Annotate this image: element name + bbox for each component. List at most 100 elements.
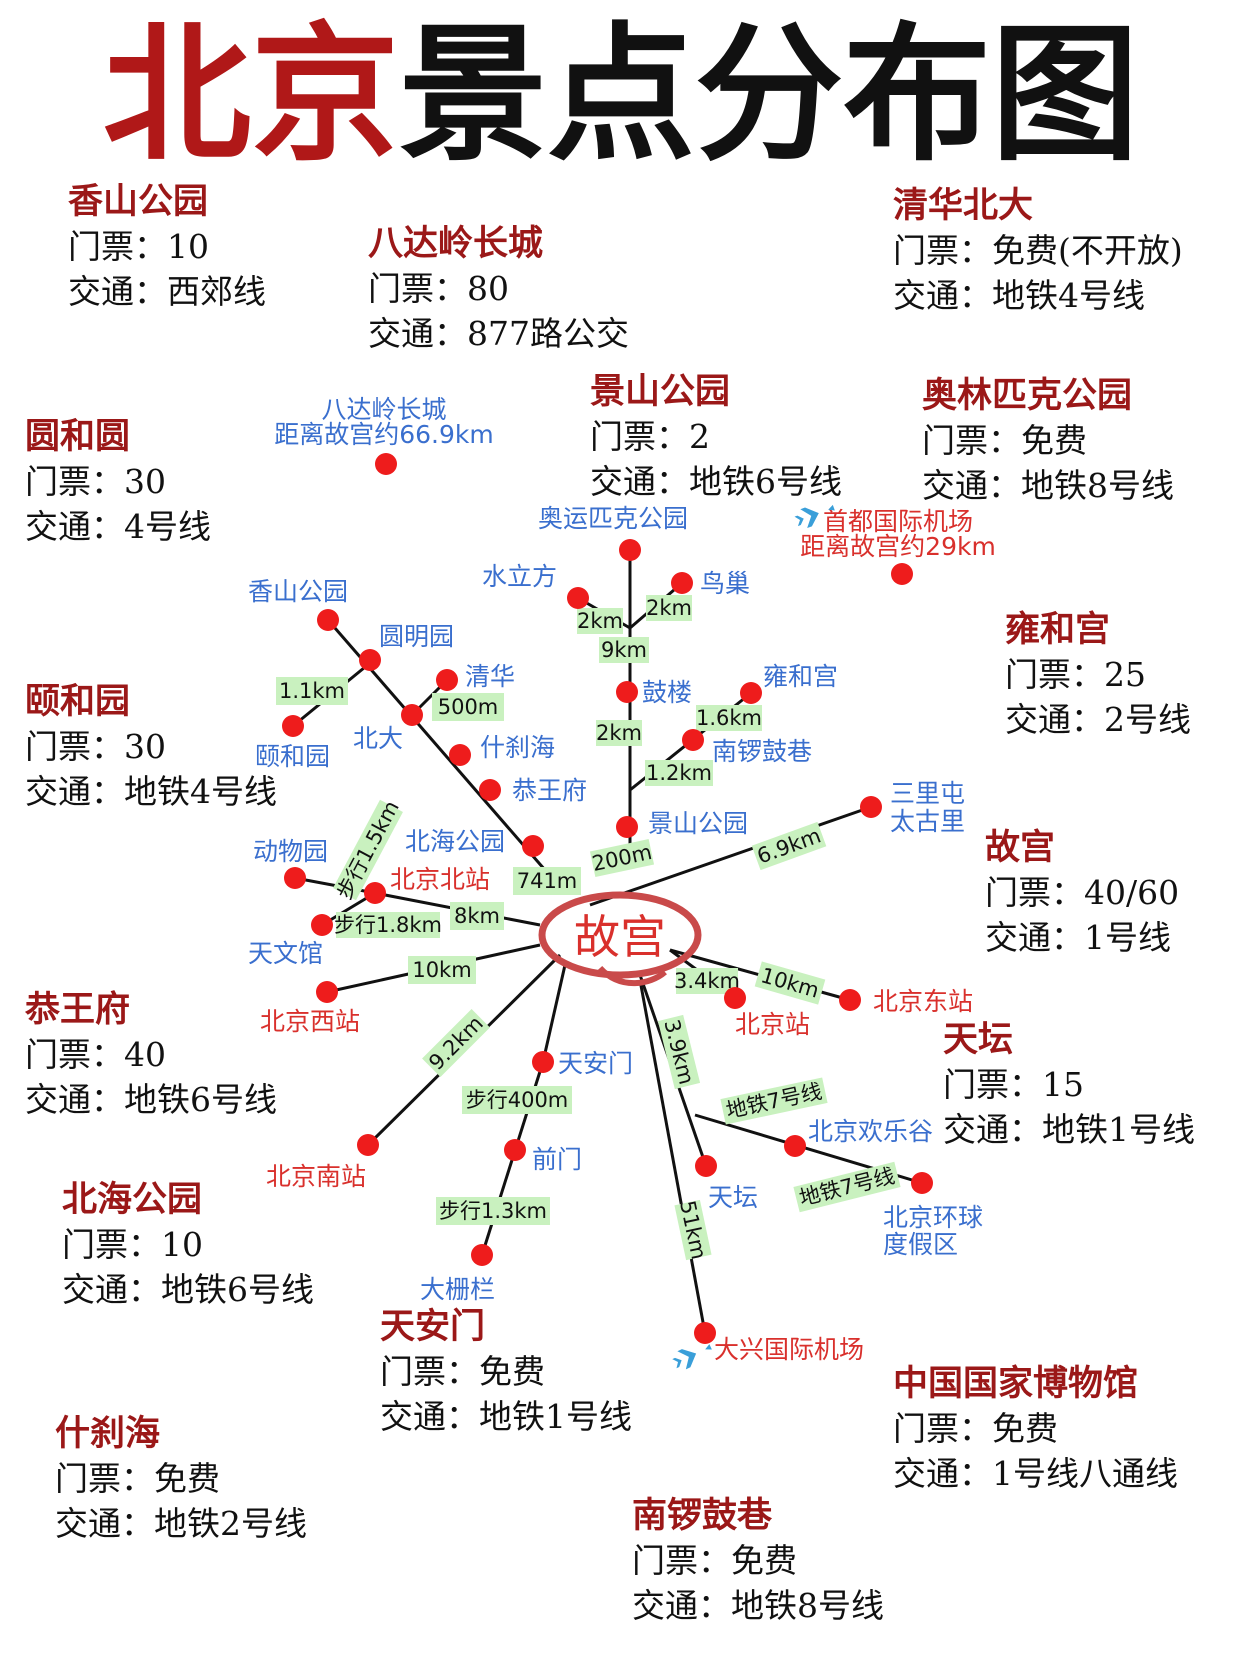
node-universal [911,1172,933,1194]
label-taikoo-li: 太古里 [890,807,965,836]
label-shichahai: 什刹海 [480,733,555,762]
distance-label: 1.2km [645,760,713,786]
svg-text:步行400m: 步行400m [466,1088,569,1112]
label-capital-airport-distance: 距离故宫约29km [800,532,996,561]
distance-label: 9km [599,637,649,663]
svg-text:500m: 500m [438,695,499,719]
card-nanluoguxiang: 南锣鼓巷 门票：免费 交通：地铁8号线 [632,1495,884,1625]
label-beijing-station: 北京站 [735,1010,810,1039]
title-attractions-map: 景点分布图 [399,9,1139,181]
card-xiangshan: 香山公园 门票：10 交通：西郊线 [68,181,266,311]
label-capital-airport: 首都国际机场 [823,507,973,536]
card-prince-gong: 恭王府 门票：40 交通：地铁6号线 [25,989,277,1119]
card-national-museum: 中国国家博物馆 门票：免费 交通：1号线八通线 [893,1363,1178,1493]
card-jingshan: 景山公园 门票：2 交通：地铁6号线 [590,371,842,501]
card-badaling: 八达岭长城 门票：80 交通：877路公交 [368,223,629,353]
distance-label: 3.9km [657,1014,701,1090]
label-beijing-west: 北京西站 [260,1007,360,1036]
node-happy-valley [784,1135,806,1157]
node-xiangshan [317,609,339,631]
label-badaling-title: 八达岭长城 [321,395,446,424]
distance-label: 步行400m [462,1086,572,1114]
node-birds-nest [671,572,693,594]
label-happy-valley: 北京欢乐谷 [808,1117,933,1146]
label-summer-palace: 颐和园 [255,742,330,771]
label-yuanmingyuan: 圆明园 [379,622,454,651]
node-nanluoguxiang [682,729,704,751]
svg-text:步行1.8km: 步行1.8km [334,913,442,937]
label-planetarium: 天文馆 [248,939,323,968]
node-tiananmen [532,1051,554,1073]
node-jingshan [616,816,638,838]
label-drum-tower: 鼓楼 [642,678,692,707]
distance-label: 500m [432,693,504,721]
page-title: 北京景点分布图 [0,20,1242,170]
svg-text:10km: 10km [758,963,822,1002]
airplane-icon [672,1344,712,1370]
svg-text:6.9km: 6.9km [754,823,824,868]
label-universal: 北京环球 [883,1203,983,1232]
distance-label: 3.4km [674,968,740,994]
forbidden-city-center: 故宫 [538,891,702,987]
card-summer-palace: 颐和园 门票：30 交通：地铁4号线 [25,681,277,811]
card-olympic-park: 奥林匹克公园 门票：免费 交通：地铁8号线 [922,375,1174,505]
node-beijing-north [364,882,386,904]
label-resort: 度假区 [883,1230,958,1259]
label-qianmen: 前门 [532,1145,582,1174]
distance-label: 2km [646,595,692,621]
label-nanluoguxiang: 南锣鼓巷 [712,737,812,766]
map-nodes [282,453,933,1344]
distance-label: 6.9km [751,821,827,871]
center-label: 故宫 [574,910,666,964]
card-temple-of-heaven: 天坛 门票：15 交通：地铁1号线 [943,1019,1195,1149]
node-beihai [522,835,544,857]
node-pku [401,704,423,726]
node-beijing-east [839,989,861,1011]
label-pku: 北大 [353,724,403,753]
svg-text:1.1km: 1.1km [279,679,345,703]
card-forbidden-city: 故宫 门票：40/60 交通：1号线 [985,827,1180,957]
label-birds-nest: 鸟巢 [700,569,750,598]
label-sanlitun: 三里屯 [890,779,965,808]
svg-text:2km: 2km [596,721,642,745]
node-daxing-airport [694,1322,716,1344]
distance-label: 1.6km [696,705,762,731]
distance-label: 步行1.3km [436,1197,550,1225]
distance-label: 1.1km [276,677,348,705]
node-dashilar [471,1244,493,1266]
node-beijing-station [724,987,746,1009]
distance-label: 200m [590,839,654,877]
card-beihai: 北海公园 门票：10 交通：地铁6号线 [62,1179,314,1309]
card-tiananmen: 天安门 门票：免费 交通：地铁1号线 [380,1306,632,1436]
airplane-icon [794,504,835,529]
label-temple-of-heaven: 天坛 [708,1183,758,1212]
svg-text:1.2km: 1.2km [646,761,712,785]
label-badaling-distance: 距离故宫约66.9km [274,420,494,449]
label-olympic-park: 奥运匹克公园 [538,504,688,533]
svg-text:8km: 8km [454,904,500,928]
node-yuanmingyuan [359,649,381,671]
distance-label: 8km [450,902,504,930]
svg-text:10km: 10km [412,958,471,982]
svg-text:步行1.3km: 步行1.3km [439,1199,547,1223]
label-yonghe: 雍和宫 [763,662,838,691]
svg-text:9.2km: 9.2km [424,1011,488,1075]
node-tsinghua [436,669,458,691]
node-olympic-park [619,539,641,561]
card-tsinghua-pku: 清华北大 门票：免费(不开放) 交通：地铁4号线 [893,185,1183,315]
distance-label: 10km [754,961,826,1005]
node-badaling [375,453,397,475]
svg-text:2km: 2km [646,596,692,620]
label-beijing-north: 北京北站 [390,865,490,894]
card-yonghe: 雍和宫 门票：25 交通：2号线 [1005,609,1191,739]
label-xiangshan: 香山公园 [248,577,348,606]
node-capital-airport [891,563,913,585]
label-jingshan: 景山公园 [648,809,748,838]
distance-label: 步行1.8km [334,912,442,938]
node-zoo [284,867,306,889]
node-labels: 奥运匹克公园 水立方 鸟巢 鼓楼 雍和宫 南锣鼓巷 景山公园 香山公园 圆明园 … [248,395,996,1364]
node-shichahai [449,744,471,766]
label-water-cube: 水立方 [482,562,557,591]
label-beijing-east: 北京东站 [873,987,973,1016]
